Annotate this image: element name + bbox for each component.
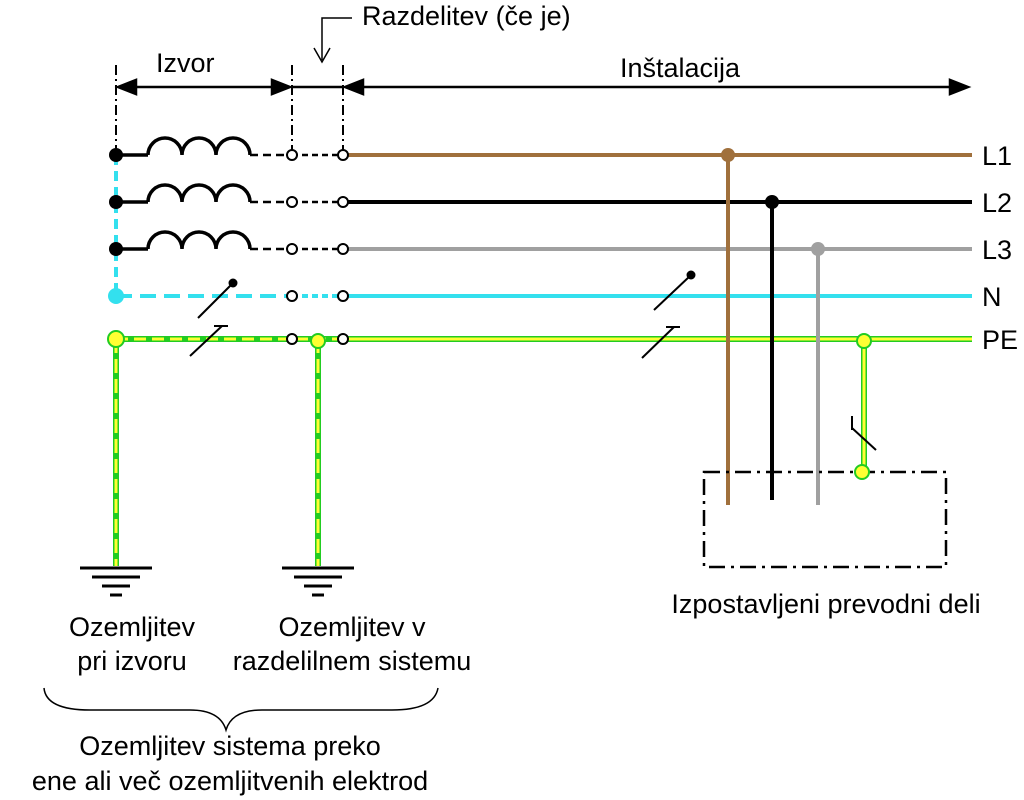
winding-l1	[116, 136, 292, 157]
distribution-phase-links	[292, 153, 343, 251]
winding-l2	[116, 183, 292, 204]
installation-label: Inštalacija	[620, 53, 741, 83]
distribution-pointer	[313, 17, 352, 64]
distribution-earth-node	[310, 333, 326, 349]
conductor-label-pe: PE	[982, 325, 1018, 355]
conductor-label-l2: L2	[982, 188, 1012, 218]
earth-symbol-distribution	[282, 566, 354, 597]
switch-pe-drop	[851, 427, 877, 451]
dimension-markers	[115, 65, 344, 150]
winding-l3	[116, 230, 292, 251]
earth-source-label-2: pri izvoru	[77, 646, 187, 676]
switch-symbols	[189, 270, 877, 451]
system-earth-label-1: Ozemljitev sistema preko	[79, 731, 381, 761]
source-label: Izvor	[156, 48, 215, 78]
installation-arrow-right	[948, 78, 972, 96]
source-arrow-left	[114, 78, 138, 96]
switch-pe-installation	[641, 326, 675, 359]
grouping-brace	[43, 687, 439, 733]
dimension-arrows	[114, 78, 972, 96]
exposed-parts-label: Izpostavljeni prevodni deli	[671, 589, 980, 619]
earth-distribution-label-1: Ozemljitev v	[278, 612, 426, 642]
switch-n-source	[197, 283, 233, 319]
switch-pe-source	[189, 325, 223, 357]
installation-arrow-left	[341, 78, 365, 96]
earth-source-label-1: Ozemljitev	[69, 612, 196, 642]
switch-n-installation	[653, 275, 691, 311]
source-arrow-right	[270, 78, 294, 96]
conductor-label-l3: L3	[982, 235, 1012, 265]
distribution-terminals	[286, 149, 349, 345]
conductor-label-l1: L1	[982, 141, 1012, 171]
conductor-label-n: N	[982, 282, 1002, 312]
source-nodes	[107, 148, 125, 348]
exposed-parts-box	[702, 470, 948, 569]
distribution-label: Razdelitev (če je)	[362, 1, 571, 31]
earth-symbol-source	[80, 566, 152, 597]
system-earth-label-2: ene ali več ozemljitvenih elektrod	[32, 766, 428, 796]
source-windings	[116, 136, 292, 251]
installation-nodes	[721, 148, 872, 480]
earth-distribution-label-2: razdelilnem sistemu	[233, 646, 472, 676]
